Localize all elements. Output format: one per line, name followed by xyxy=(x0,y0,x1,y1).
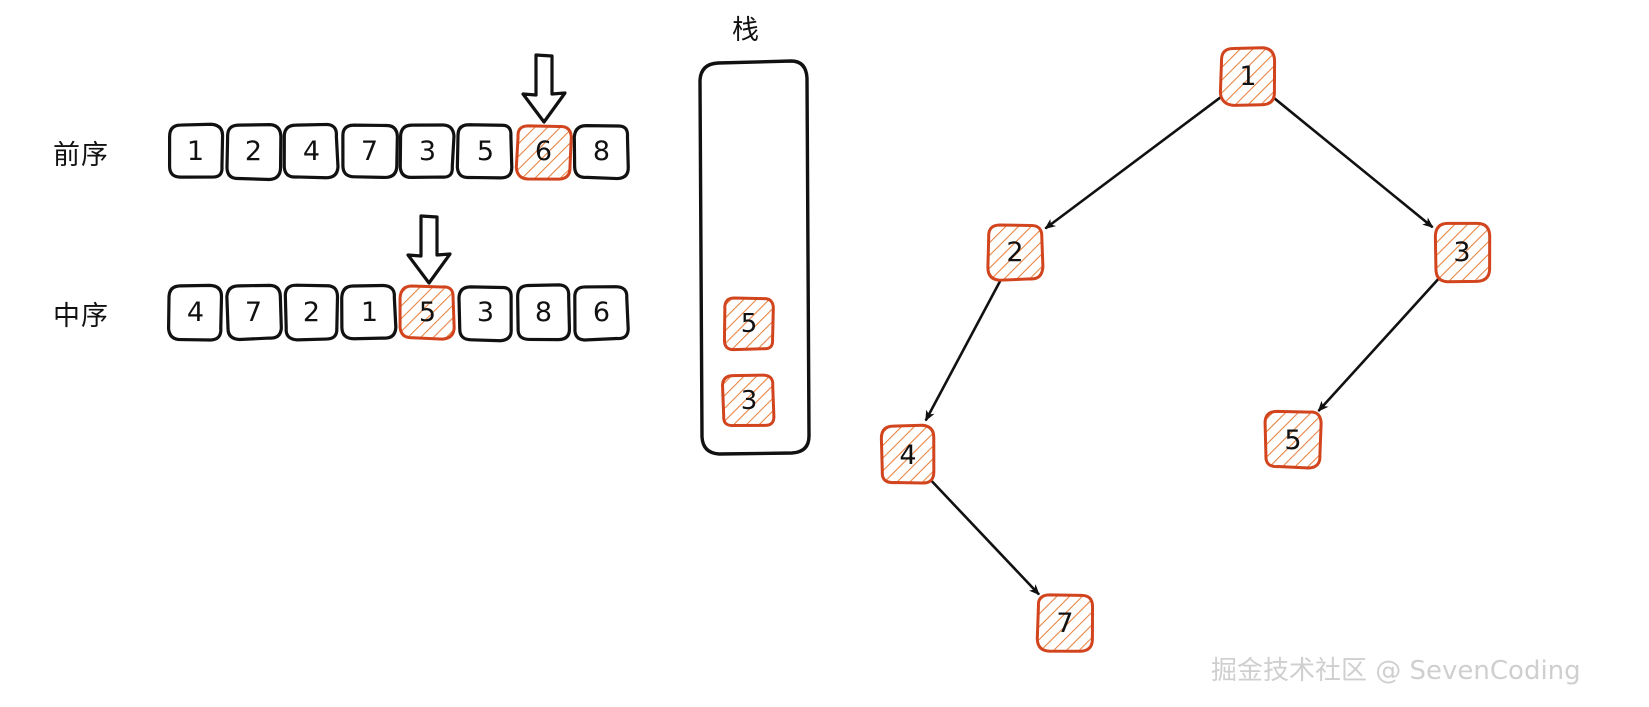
stack-item: 5 xyxy=(721,296,777,352)
cell-value: 7 xyxy=(244,297,263,328)
cell-outline xyxy=(514,283,573,342)
tree-node-value: 3 xyxy=(1453,236,1471,268)
cell-value: 2 xyxy=(302,297,321,328)
cell-outline xyxy=(224,122,283,182)
inorder-cell: 2 xyxy=(282,283,341,342)
cell-value: 3 xyxy=(418,136,437,167)
inorder-pointer-arrow xyxy=(406,214,452,285)
preorder-cell: 1 xyxy=(166,122,225,181)
cell-outline xyxy=(282,122,341,181)
tree-node-4: 4 xyxy=(878,423,938,486)
tree-edges xyxy=(924,93,1443,596)
cell-value: 6 xyxy=(534,136,553,167)
tree-node-1: 1 xyxy=(1218,45,1278,107)
tree-node-value: 7 xyxy=(1056,607,1074,639)
cell-value: 6 xyxy=(592,297,611,328)
cell-value: 4 xyxy=(186,297,205,328)
tree-node-5: 5 xyxy=(1263,409,1323,471)
preorder-cell: 7 xyxy=(340,122,399,181)
preorder-pointer-arrow xyxy=(521,53,567,124)
cell-value: 4 xyxy=(302,136,321,167)
preorder-cell: 4 xyxy=(282,122,341,181)
cell-value: 2 xyxy=(244,136,263,167)
cell-outline xyxy=(340,122,399,181)
cell-value: 8 xyxy=(534,297,553,328)
preorder-cell: 8 xyxy=(572,122,631,181)
watermark: 掘金技术社区 @ SevenCoding xyxy=(1211,656,1581,686)
cell-value: 7 xyxy=(360,136,379,167)
tree-node-value: 2 xyxy=(1006,236,1024,268)
cell-outline xyxy=(572,122,631,181)
cell-outline xyxy=(166,122,225,181)
cell-outline xyxy=(398,122,457,181)
inorder-cell: 8 xyxy=(514,283,573,342)
tree-edge xyxy=(1317,274,1443,412)
cell-value: 3 xyxy=(476,297,495,328)
cell-outline xyxy=(282,283,341,342)
cell-outline xyxy=(455,122,515,181)
preorder-cell: 6 xyxy=(514,122,573,181)
tree-edge xyxy=(927,476,1040,596)
cell-value: 1 xyxy=(360,297,379,328)
preorder-cell: 5 xyxy=(455,122,515,181)
cell-outline xyxy=(456,283,515,343)
inorder-cell: 7 xyxy=(224,283,283,342)
cell-outline xyxy=(572,283,631,342)
stack-item-value: 3 xyxy=(740,386,758,416)
tree-edge xyxy=(924,278,1003,422)
stack-container xyxy=(698,59,811,456)
tree-node-value: 5 xyxy=(1284,424,1302,456)
inorder-cell: 5 xyxy=(398,283,457,342)
stack-title: 栈 xyxy=(732,15,759,46)
cell-outline xyxy=(224,283,283,342)
preorder-label: 前序 xyxy=(53,140,109,171)
preorder-cell: 2 xyxy=(224,122,283,182)
tree-node-7: 7 xyxy=(1035,592,1095,654)
inorder-label: 中序 xyxy=(53,301,109,332)
tree-edge xyxy=(1044,93,1225,230)
inorder-cell: 1 xyxy=(340,283,399,342)
tree-node-3: 3 xyxy=(1432,221,1492,284)
preorder-cell: 3 xyxy=(398,122,457,181)
tree-node-value: 1 xyxy=(1239,60,1257,92)
cell-value: 5 xyxy=(418,297,437,328)
inorder-cell: 3 xyxy=(456,283,515,343)
tree-node-2: 2 xyxy=(985,221,1045,283)
stack-item: 3 xyxy=(721,373,777,429)
cell-outline xyxy=(514,122,573,181)
cell-value: 1 xyxy=(186,136,205,167)
cell-outline xyxy=(340,283,399,342)
inorder-array: 4 7 2 1 5 3 8 6 xyxy=(166,283,631,343)
cell-value: 5 xyxy=(476,136,495,167)
cell-outline xyxy=(166,283,225,342)
cell-outline xyxy=(398,283,457,342)
tree-node-value: 4 xyxy=(899,439,917,471)
preorder-array: 1 2 4 7 3 5 6 8 xyxy=(166,122,631,182)
inorder-cell: 6 xyxy=(572,283,631,342)
cell-value: 8 xyxy=(592,136,611,167)
inorder-cell: 4 xyxy=(166,283,225,342)
tree-edge xyxy=(1270,94,1434,229)
stack-item-value: 5 xyxy=(740,309,758,339)
